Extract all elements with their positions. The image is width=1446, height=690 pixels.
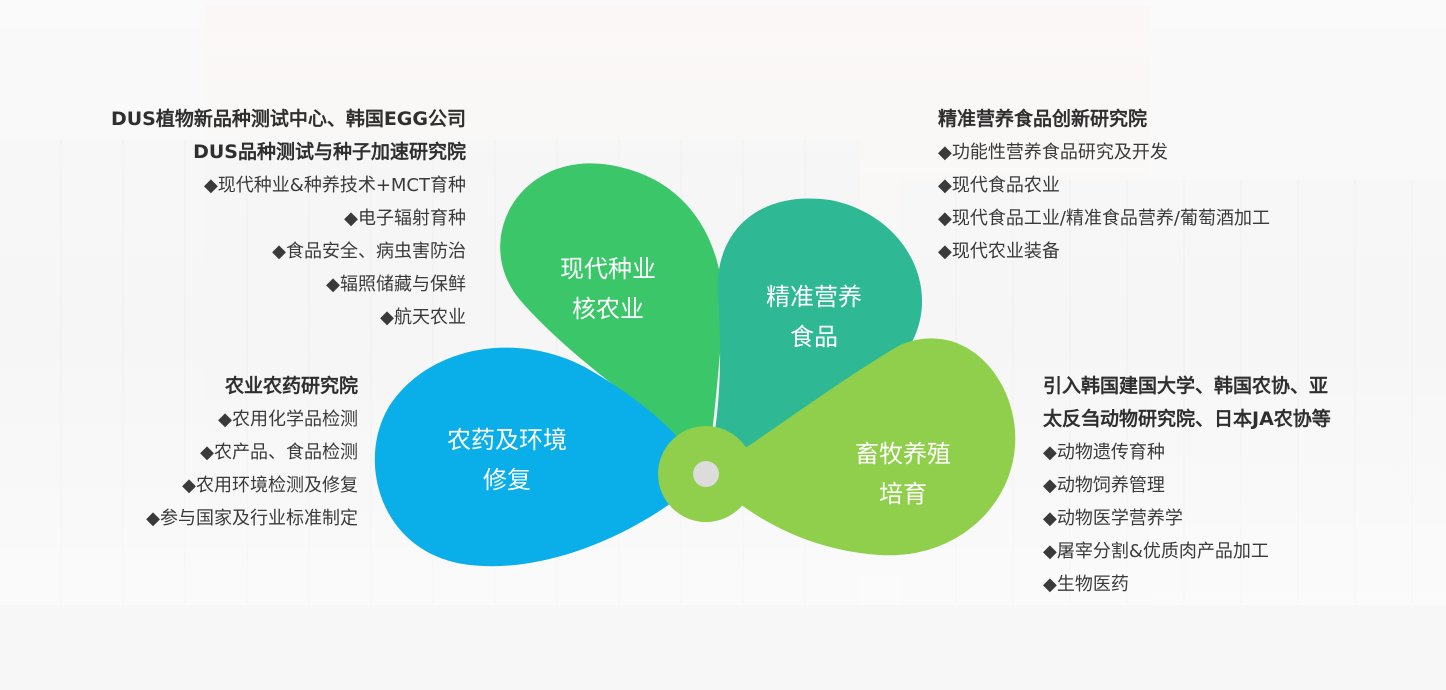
seed-industry-block: DUS植物新品种测试中心、韩国EGG公司 DUS品种测试与种子加速研究院 ◆现代…: [111, 103, 466, 334]
list-item: ◆动物医学营养学: [1043, 508, 1183, 529]
petal-label-pesticide-environment: 农药及环境 修复: [425, 420, 589, 500]
block-heading: 精准营养食品创新研究院: [938, 108, 1148, 130]
list-item: ◆现代农业装备: [938, 241, 1060, 262]
petal-label-line: 畜牧养殖: [855, 440, 951, 468]
petal-livestock: [706, 338, 1016, 556]
petal-nutrition: [706, 198, 923, 474]
list-item: ◆参与国家及行业标准制定: [146, 508, 358, 529]
petal-label-line: 修复: [483, 466, 531, 494]
block-heading: DUS品种测试与种子加速研究院: [193, 141, 466, 163]
pesticide-block: 农业农药研究院 ◆农用化学品检测 ◆农产品、食品检测 ◆农用环境检测及修复 ◆参…: [146, 370, 358, 535]
list-item: ◆动物饲养管理: [1043, 475, 1165, 496]
block-heading: 农业农药研究院: [224, 375, 358, 397]
petal-label-line: 培育: [879, 480, 927, 508]
petal-label-livestock: 畜牧养殖 培育: [835, 434, 971, 514]
block-heading: DUS植物新品种测试中心、韩国EGG公司: [110, 108, 466, 130]
list-item: ◆电子辐射育种: [344, 208, 466, 229]
petal-label-line: 现代种业: [560, 255, 656, 283]
block-heading: 引入韩国建国大学、韩国农协、亚: [1043, 375, 1329, 397]
petal-label-line: 食品: [790, 323, 838, 351]
list-item: ◆屠宰分割&优质肉产品加工: [1043, 541, 1269, 562]
list-item: ◆生物医药: [1043, 574, 1129, 595]
list-item: ◆农用环境检测及修复: [182, 475, 358, 496]
nutrition-block: 精准营养食品创新研究院 ◆功能性营养食品研究及开发 ◆现代食品农业 ◆现代食品工…: [938, 103, 1270, 268]
list-item: ◆功能性营养食品研究及开发: [938, 142, 1168, 163]
petal-label-line: 核农业: [572, 295, 644, 323]
list-item: ◆农产品、食品检测: [200, 442, 358, 463]
center-dot: [693, 461, 719, 487]
list-item: ◆现代种业&种养技术+MCT育种: [203, 175, 466, 196]
list-item: ◆农用化学品检测: [218, 409, 358, 430]
livestock-block: 引入韩国建国大学、韩国农协、亚 太反刍动物研究院、日本JA农协等 ◆动物遗传育种…: [1043, 370, 1331, 601]
list-item: ◆航天农业: [380, 307, 466, 328]
list-item: ◆现代食品工业/精准食品营养/葡萄酒加工: [938, 208, 1270, 229]
petal-label-line: 农药及环境: [447, 426, 567, 454]
background-ground: [0, 605, 1446, 690]
petal-pesticide-environment: [374, 347, 706, 567]
list-item: ◆食品安全、病虫害防治: [272, 241, 466, 262]
list-item: ◆现代食品农业: [938, 175, 1060, 196]
petal-label-seed-industry: 现代种业 核农业: [540, 249, 676, 329]
list-item: ◆辐照储藏与保鲜: [326, 274, 466, 295]
petal-label-line: 精准营养: [766, 283, 862, 311]
list-item: ◆动物遗传育种: [1043, 442, 1165, 463]
petal-label-nutrition: 精准营养 食品: [746, 277, 882, 357]
petal-seed-industry: [500, 163, 724, 475]
block-heading: 太反刍动物研究院、日本JA农协等: [1043, 408, 1331, 430]
